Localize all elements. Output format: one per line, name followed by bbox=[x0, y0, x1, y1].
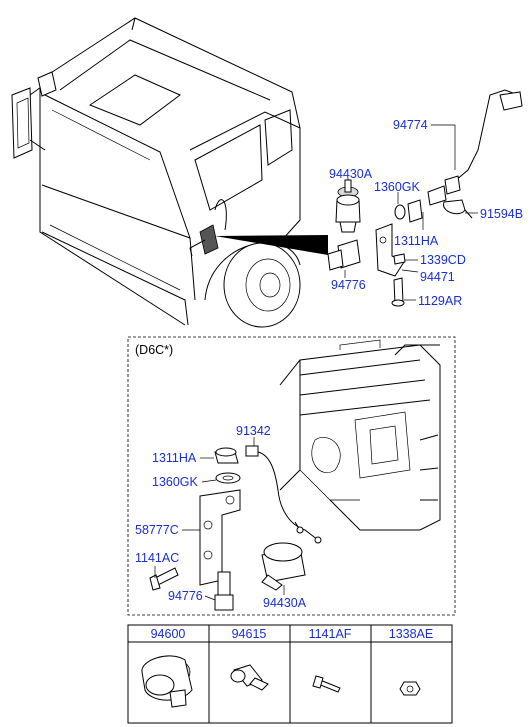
label-1141ac: 1141AC bbox=[135, 551, 179, 565]
part-94600-drawing bbox=[141, 655, 193, 708]
label-94471: 94471 bbox=[420, 270, 455, 284]
label-58777c: 58777C bbox=[135, 523, 179, 537]
truck-cab-illustration bbox=[11, 17, 328, 328]
engine-parts-group bbox=[149, 437, 322, 611]
table-header-94600: 94600 bbox=[151, 627, 186, 641]
label-94776-top: 94776 bbox=[331, 278, 366, 292]
table-header-1141af: 1141AF bbox=[309, 627, 352, 641]
label-1360gk-engine: 1360GK bbox=[152, 475, 199, 489]
engine-block-illustration bbox=[279, 339, 441, 531]
label-94430a-top: 94430A bbox=[329, 167, 373, 181]
engine-detail-box bbox=[127, 336, 456, 616]
part-1141af-drawing bbox=[312, 675, 341, 693]
engine-variant-label: (D6C*) bbox=[135, 343, 173, 357]
label-1339cd: 1339CD bbox=[420, 253, 466, 267]
label-1311ha-engine: 1311HA bbox=[152, 451, 197, 465]
table-header-1338ae: 1338AE bbox=[389, 627, 433, 641]
label-91342: 91342 bbox=[236, 424, 271, 438]
part-1338ae-drawing bbox=[399, 681, 421, 696]
label-1129ar: 1129AR bbox=[418, 294, 462, 308]
top-parts-group bbox=[327, 89, 523, 307]
parts-table bbox=[127, 624, 453, 724]
label-94776-engine: 94776 bbox=[168, 589, 203, 603]
label-1311ha-top: 1311HA bbox=[394, 234, 439, 248]
label-94430a-engine: 94430A bbox=[263, 596, 307, 610]
label-1360gk-top: 1360GK bbox=[374, 180, 421, 194]
part-94615-drawing bbox=[230, 664, 269, 691]
table-header-94615: 94615 bbox=[232, 627, 267, 641]
label-94774: 94774 bbox=[393, 118, 428, 132]
label-91594b: 91594B bbox=[480, 207, 523, 221]
